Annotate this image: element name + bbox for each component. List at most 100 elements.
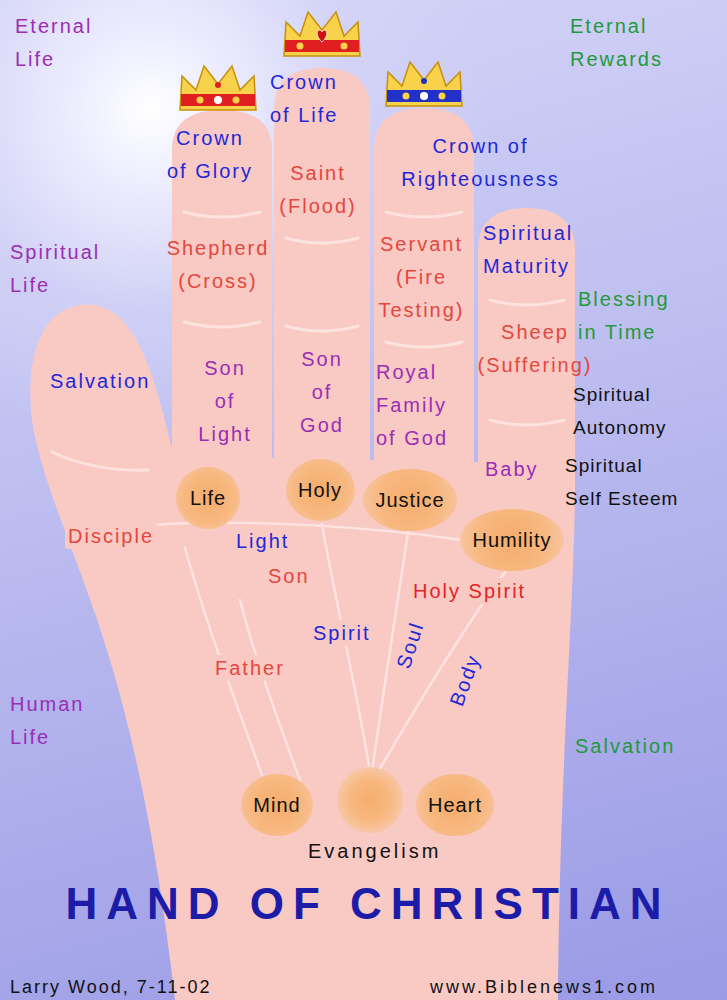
side-label-wrap: Spiritual Autonomy <box>573 378 673 444</box>
side-label-wrap: Spiritual Self Esteem <box>565 449 682 515</box>
crown-jewel <box>420 92 428 100</box>
node-text-stack: Justice <box>375 487 444 513</box>
palm-circle <box>337 767 403 833</box>
diagram-title: HAND OF CHRISTIAN <box>56 878 670 930</box>
region-label: Salvation <box>575 733 675 759</box>
palm-line <box>322 524 370 772</box>
credit-text-wrap: www.Biblenews1.com <box>430 974 658 1000</box>
crease-line <box>490 300 564 305</box>
node-label: Mind <box>253 792 300 818</box>
palm-label: Son <box>265 563 313 589</box>
node-text-stack: Life <box>190 485 226 511</box>
finger-label-wrap: Shepherd (Cross) <box>163 232 273 298</box>
crease-line <box>286 238 358 243</box>
crease-line <box>386 342 462 347</box>
palm-circle-node: Holy <box>286 459 355 521</box>
crown-icon <box>180 66 256 110</box>
finger-creases <box>52 212 564 470</box>
palm-circle-node: Life <box>176 467 240 529</box>
region-label: Eternal Rewards <box>570 10 680 76</box>
crown-band <box>387 90 461 102</box>
finger-label: Servant (Fire Testing) <box>374 228 469 327</box>
crown-label-wrap: Crown of Life <box>270 66 348 132</box>
crown-jewel <box>403 93 410 100</box>
thumb-label-wrap: Salvation <box>50 368 150 394</box>
crown-jewel <box>233 97 240 104</box>
region-label: Spiritual Life <box>10 236 110 302</box>
crease-line <box>286 326 358 331</box>
finger-label: Son of God <box>292 343 352 442</box>
palm-label: Father <box>212 655 288 681</box>
crown-label: Crown of Glory <box>165 122 255 188</box>
finger-label: Royal Family of God <box>376 356 458 455</box>
crown-jewel <box>214 96 222 104</box>
crease-line <box>184 322 260 327</box>
palm-label: Light <box>233 528 292 554</box>
thumb-label: Salvation <box>50 368 150 394</box>
crown-jewel <box>297 43 304 50</box>
crown-label: Crown of Righteousness <box>398 130 563 196</box>
palm-line-label: Spirit <box>310 620 374 646</box>
palm-line-label-wrap: Spirit <box>310 620 374 646</box>
credit-text-wrap: Larry Wood, 7-11-02 <box>10 974 211 1000</box>
region-label-wrap: Human Life <box>10 688 100 754</box>
node-label: Justice <box>375 487 444 513</box>
crown-icon <box>386 62 462 106</box>
crown-heart <box>317 30 327 42</box>
palm-label-wrap: Son <box>265 563 313 589</box>
region-label-wrap: Eternal Life <box>15 10 110 76</box>
crease-line <box>184 212 260 217</box>
crown-band <box>181 94 255 106</box>
crease-line <box>490 420 564 425</box>
palm-label-wrap: Evangelism <box>305 838 444 864</box>
crown-jewel <box>197 97 204 104</box>
crown-icon <box>284 12 360 56</box>
region-label-wrap: Spiritual Life <box>10 236 110 302</box>
finger-label: Saint (Flood) <box>275 157 361 223</box>
palm-label-wrap: Light <box>233 528 292 554</box>
region-label: Eternal Life <box>15 10 110 76</box>
palm-label: Holy Spirit <box>410 578 529 604</box>
crown-label-wrap: Crown of Glory <box>165 122 255 188</box>
crown-jewel <box>439 93 446 100</box>
crown-label-wrap: Crown of Righteousness <box>398 130 563 196</box>
palm-label-wrap: Disciple <box>65 523 157 549</box>
side-label: Spiritual Self Esteem <box>565 449 682 515</box>
crown-body <box>180 66 256 110</box>
node-label: Holy <box>298 477 342 503</box>
crown-jewel <box>341 43 348 50</box>
crease-line <box>386 212 462 217</box>
title-wrap: HAND OF CHRISTIAN <box>0 878 727 930</box>
palm-label: Evangelism <box>305 838 444 864</box>
palm-label: Disciple <box>65 523 157 549</box>
finger-label-wrap: Baby <box>485 456 539 482</box>
finger-label-wrap: Servant (Fire Testing) <box>374 228 469 327</box>
node-text-stack: Heart <box>428 792 482 818</box>
crown-jewel <box>421 78 427 84</box>
node-label: Life <box>190 485 226 511</box>
palm-label-wrap: Holy Spirit <box>410 578 529 604</box>
node-label: Humility <box>472 527 551 553</box>
crown-body <box>386 62 462 106</box>
finger-label-wrap: Son of Light <box>193 352 257 451</box>
credit-text: www.Biblenews1.com <box>430 974 658 1000</box>
finger-label: Baby <box>485 456 539 482</box>
finger-label-wrap: Sheep (Suffering) <box>475 316 595 382</box>
hand-shape <box>30 68 575 1000</box>
node-text-stack: Holy <box>298 477 342 503</box>
palm-circle-node: Heart <box>416 774 494 836</box>
region-label: Human Life <box>10 688 100 754</box>
node-label: Heart <box>428 792 482 818</box>
crown-body <box>284 12 360 56</box>
finger-label-wrap: Son of God <box>292 343 352 442</box>
region-label-wrap: Blessing in Time <box>578 283 680 349</box>
palm-line <box>240 600 300 780</box>
side-label: Spiritual Autonomy <box>573 378 673 444</box>
palm-circle-node: Humility <box>460 509 564 571</box>
palm-label-wrap: Father <box>212 655 288 681</box>
node-text-stack: Humility <box>472 527 551 553</box>
finger-label-wrap: Royal Family of God <box>376 356 458 455</box>
finger-label: Sheep (Suffering) <box>475 316 595 382</box>
crown-jewel <box>215 82 221 88</box>
